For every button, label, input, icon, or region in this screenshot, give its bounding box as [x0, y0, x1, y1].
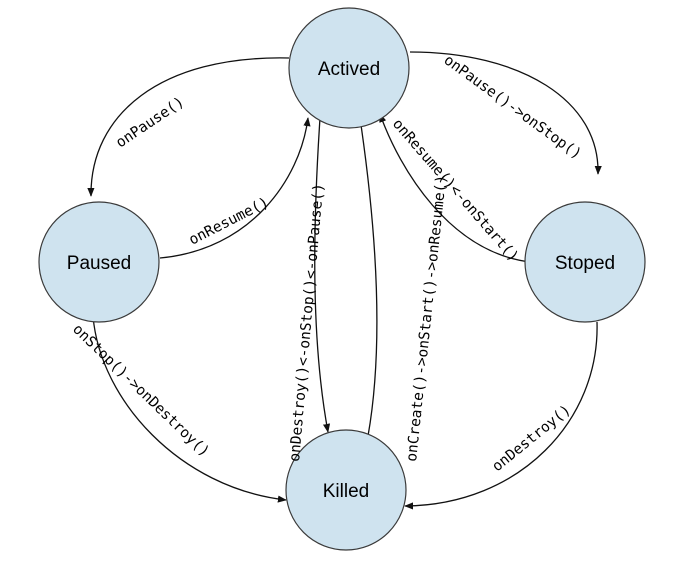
state-actived-label: Actived: [318, 59, 380, 80]
state-killed-label: Killed: [323, 481, 369, 502]
edge-stoped-to-killed: [404, 321, 598, 510]
state-paused: Paused: [38, 201, 160, 323]
label-stoped-to-killed: onDestroy(): [489, 402, 574, 475]
edge-actived-to-stoped: [409, 51, 602, 175]
label-stoped-to-actived: onResume()<-onStart(): [389, 116, 521, 265]
edge-paused-to-killed: [92, 315, 287, 503]
edge-actived-to-paused: [87, 57, 290, 197]
edge-actived-to-killed: [314, 117, 331, 433]
label-paused-to-actived: onResume(): [187, 195, 272, 249]
state-actived: Actived: [288, 7, 410, 129]
edge-paused-to-actived: [159, 117, 311, 259]
state-stoped-label: Stoped: [555, 253, 615, 274]
label-actived-to-killed: onDestroy()<-onStop()<-onPause(): [287, 183, 327, 463]
state-paused-label: Paused: [67, 253, 131, 274]
state-stoped: Stoped: [524, 201, 646, 323]
state-killed: Killed: [285, 429, 407, 551]
edge-stoped-to-actived: [379, 113, 531, 263]
label-killed-to-actived: onCreate()->onStart()->onResume(): [404, 174, 450, 462]
label-actived-to-paused: onPause(): [113, 94, 187, 151]
edge-killed-to-actived: [357, 117, 378, 437]
label-paused-to-killed: onStop()->onDestroy(): [69, 321, 212, 460]
